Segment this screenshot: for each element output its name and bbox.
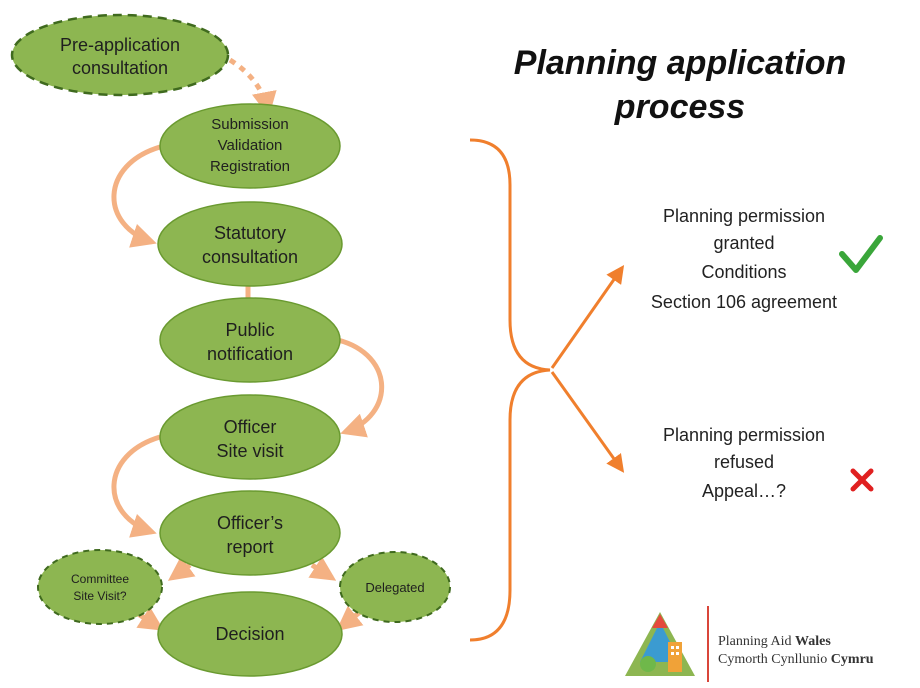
node-officer-visit-line1: Officer xyxy=(224,417,277,437)
refused-line3: Appeal…? xyxy=(702,481,786,501)
arrow-to-granted xyxy=(550,265,625,369)
node-pre-application-line2: consultation xyxy=(72,58,168,78)
node-officer-report-line2: report xyxy=(226,537,273,557)
logo-triangle-icon xyxy=(625,612,695,676)
arrow-public-to-officer xyxy=(337,337,385,438)
node-public-line1: Public xyxy=(225,320,274,340)
logo-line1: Planning Aid Wales xyxy=(718,634,831,649)
refused-line1: Planning permission xyxy=(663,425,825,445)
title-line1: Planning application xyxy=(514,44,846,82)
arrow-report-to-committee xyxy=(167,556,196,581)
cross-icon xyxy=(850,468,874,492)
node-decision: Decision xyxy=(157,591,343,677)
granted-line3: Conditions xyxy=(701,262,786,282)
page-title: Planning application process xyxy=(514,44,846,126)
node-committee-site-visit: Committee Site Visit? xyxy=(37,549,163,625)
node-pre-application-line1: Pre-application xyxy=(60,35,180,55)
bracket-group xyxy=(469,138,625,642)
arrow-submission-to-statutory xyxy=(111,144,161,248)
title-line2: process xyxy=(614,88,745,126)
node-officer-report: Officer’s report xyxy=(159,490,341,576)
node-submission-line3: Registration xyxy=(210,158,290,175)
planning-aid-wales-logo: Planning Aid Wales Cymorth Cynllunio Cym… xyxy=(625,606,874,682)
outcome-granted: Planning permission granted Conditions S… xyxy=(651,206,883,312)
node-statutory-line1: Statutory xyxy=(214,223,286,243)
arrow-officer-to-report xyxy=(111,434,161,538)
check-icon xyxy=(839,235,883,273)
node-submission-line1: Submission xyxy=(211,116,289,133)
node-public-notification: Public notification xyxy=(159,297,341,383)
granted-line4: Section 106 agreement xyxy=(651,292,837,312)
node-submission: Submission Validation Registration xyxy=(159,103,341,189)
node-decision-label: Decision xyxy=(215,624,284,644)
node-officer-report-line1: Officer’s xyxy=(217,513,283,533)
node-submission-line2: Validation xyxy=(218,137,283,154)
arrow-delegated-to-decision xyxy=(336,605,364,632)
refused-line2: refused xyxy=(714,452,774,472)
node-officer-visit-line2: Site visit xyxy=(216,441,283,461)
node-delegated-label: Delegated xyxy=(365,580,424,595)
outcome-refused: Planning permission refused Appeal…? xyxy=(663,425,874,501)
node-committee-line1: Committee xyxy=(71,572,129,586)
node-committee-line2: Site Visit? xyxy=(73,589,126,603)
node-statutory-consultation: Statutory consultation xyxy=(157,201,343,287)
granted-line1: Planning permission xyxy=(663,206,825,226)
node-public-line2: notification xyxy=(207,344,293,364)
curly-bracket xyxy=(469,138,551,642)
node-pre-application: Pre-application consultation xyxy=(10,13,230,97)
arrow-to-refused xyxy=(550,371,625,473)
arrow-report-to-delegated xyxy=(308,556,337,581)
node-officer-site-visit: Officer Site visit xyxy=(159,394,341,480)
node-statutory-line2: consultation xyxy=(202,247,298,267)
node-delegated: Delegated xyxy=(339,551,451,623)
granted-line2: granted xyxy=(713,233,774,253)
logo-line2: Cymorth Cynllunio Cymru xyxy=(718,652,874,667)
